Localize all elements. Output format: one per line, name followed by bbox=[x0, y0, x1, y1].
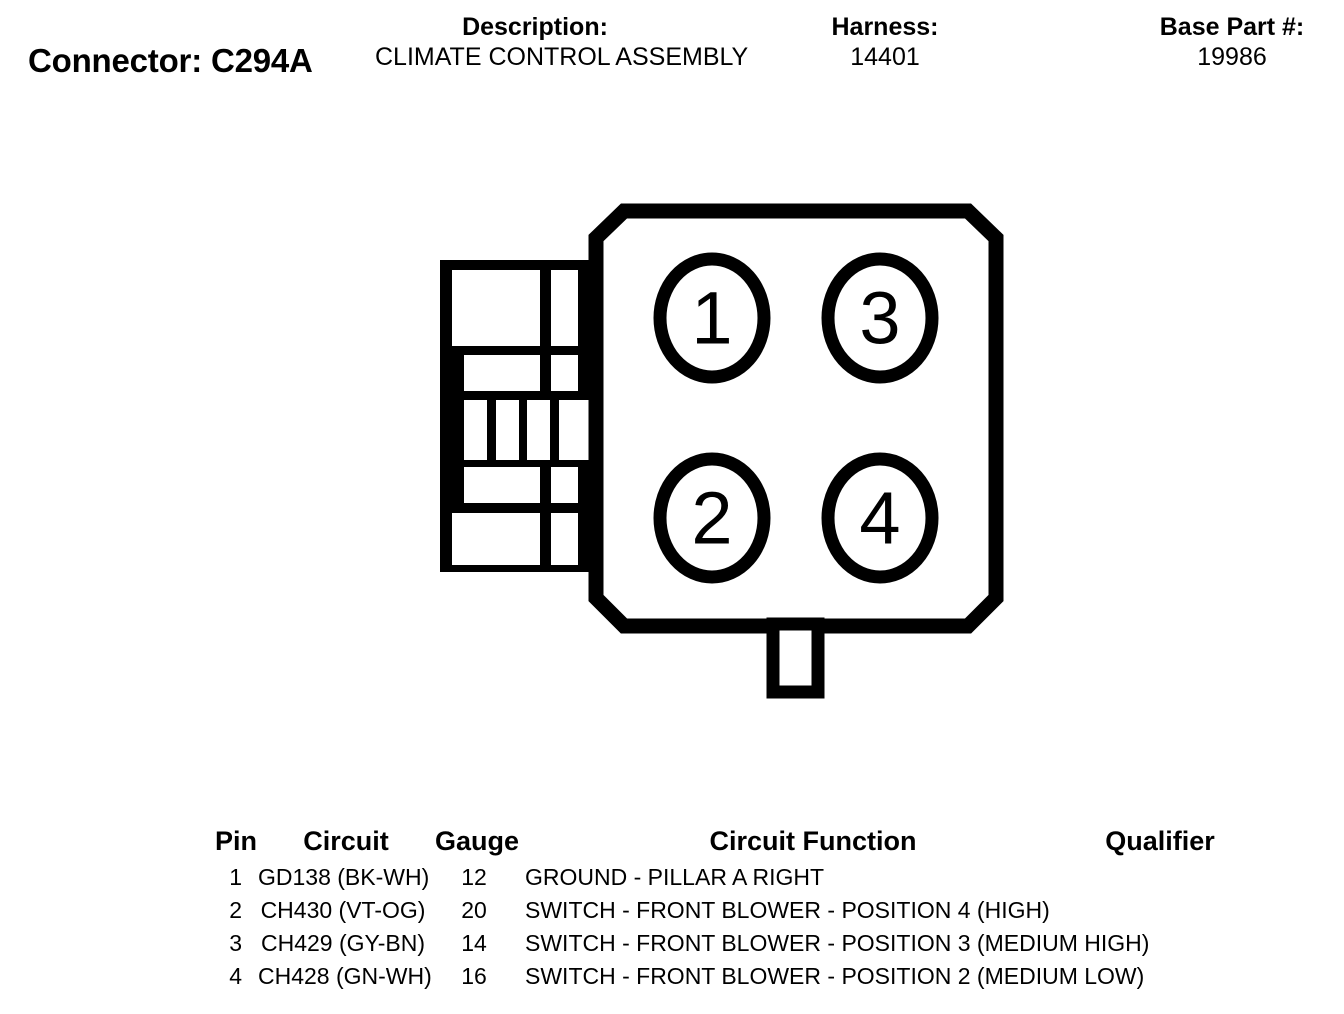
connector-body bbox=[588, 203, 1004, 634]
cell-circuit: CH428 (GN-WH) bbox=[258, 963, 432, 989]
pin-circle-3-label: 3 bbox=[859, 277, 900, 360]
cell-function: SWITCH - FRONT BLOWER - POSITION 2 (MEDI… bbox=[525, 963, 1145, 989]
column-header-pin: Pin bbox=[214, 826, 257, 856]
cell-gauge: 12 bbox=[461, 864, 487, 890]
cell-circuit: CH430 (VT-OG) bbox=[260, 897, 426, 923]
connector-diagram: 1 3 2 4 bbox=[440, 203, 1004, 699]
column-header-circuit-function: Circuit Function bbox=[709, 826, 917, 856]
pin-circle-2-label: 2 bbox=[691, 477, 732, 560]
harness-label: Harness: bbox=[831, 13, 939, 41]
pin-circle-3: 3 bbox=[821, 252, 939, 384]
terminal-lattice-icon bbox=[440, 260, 629, 572]
cell-circuit: CH429 (GY-BN) bbox=[260, 930, 426, 956]
base-part-column: Base Part #: 19986 bbox=[1092, 12, 1344, 73]
cell-pin: 1 bbox=[229, 864, 242, 890]
pin-table: Pin Circuit Gauge Circuit Function Quali… bbox=[0, 826, 1344, 994]
cell-pin: 2 bbox=[229, 897, 242, 923]
base-part-value: 19986 bbox=[1197, 43, 1267, 71]
table-row: 1 GD138 (BK-WH) 12 GROUND - PILLAR A RIG… bbox=[0, 862, 1344, 895]
column-header-gauge: Gauge bbox=[434, 826, 520, 856]
pin-circle-2: 2 bbox=[653, 452, 771, 584]
page-title: Connector: C294A bbox=[28, 42, 313, 79]
connector-stem bbox=[766, 617, 825, 699]
description-column: Description: CLIMATE CONTROL ASSEMBLY bbox=[375, 12, 749, 73]
cell-gauge: 14 bbox=[461, 930, 487, 956]
cell-gauge: 16 bbox=[461, 963, 487, 989]
pin-circle-4-label: 4 bbox=[859, 477, 900, 560]
table-row: 2 CH430 (VT-OG) 20 SWITCH - FRONT BLOWER… bbox=[0, 895, 1344, 928]
cell-circuit: GD138 (BK-WH) bbox=[258, 864, 430, 890]
description-label: Description: bbox=[462, 13, 608, 41]
table-row: 3 CH429 (GY-BN) 14 SWITCH - FRONT BLOWER… bbox=[0, 928, 1344, 961]
cell-function: SWITCH - FRONT BLOWER - POSITION 3 (MEDI… bbox=[525, 930, 1150, 956]
cell-function: SWITCH - FRONT BLOWER - POSITION 4 (HIGH… bbox=[525, 897, 1050, 923]
harness-column: Harness: 14401 bbox=[745, 12, 1025, 73]
table-header-row: Pin Circuit Gauge Circuit Function Quali… bbox=[0, 826, 1344, 862]
cell-pin: 4 bbox=[229, 963, 242, 989]
pin-circle-1-label: 1 bbox=[691, 277, 732, 360]
cell-gauge: 20 bbox=[461, 897, 487, 923]
cell-function: GROUND - PILLAR A RIGHT bbox=[525, 864, 825, 890]
harness-value: 14401 bbox=[850, 43, 920, 71]
pin-circle-1: 1 bbox=[653, 252, 771, 384]
header-bar: Connector: C294A Description: CLIMATE CO… bbox=[0, 0, 1344, 120]
base-part-label: Base Part #: bbox=[1159, 13, 1305, 41]
column-header-circuit: Circuit bbox=[303, 826, 389, 856]
pin-circle-4: 4 bbox=[821, 452, 939, 584]
column-header-qualifier: Qualifier bbox=[1105, 826, 1215, 856]
description-value: CLIMATE CONTROL ASSEMBLY bbox=[375, 43, 749, 71]
cell-pin: 3 bbox=[229, 930, 242, 956]
table-row: 4 CH428 (GN-WH) 16 SWITCH - FRONT BLOWER… bbox=[0, 961, 1344, 994]
